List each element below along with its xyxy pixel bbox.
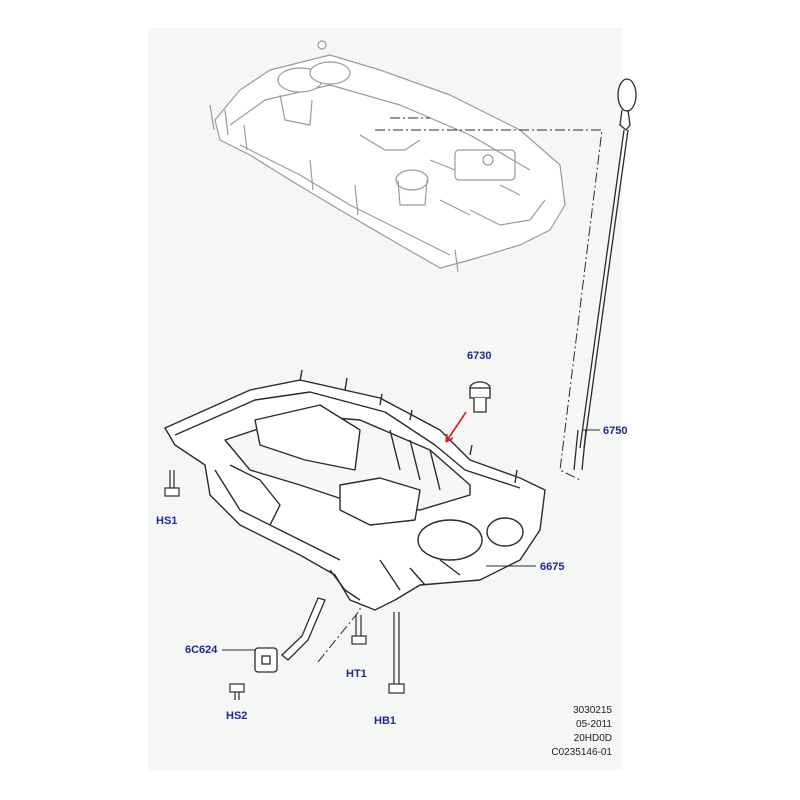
callout-6675: 6675 xyxy=(540,561,565,573)
oil-sensor-6c624 xyxy=(254,597,326,673)
bolt-hs2 xyxy=(229,683,245,700)
bolt-hb1 xyxy=(388,612,405,694)
callout-6750: 6750 xyxy=(603,425,628,437)
drain-plug-6730 xyxy=(469,381,491,413)
callout-6730: 6730 xyxy=(467,350,492,362)
callout-6c624: 6C624 xyxy=(185,644,218,656)
callout-ht1: HT1 xyxy=(346,668,367,680)
diagram-catalog-id: C0235146-01 xyxy=(551,747,612,758)
diagram-ref-number: 3030215 xyxy=(573,705,612,716)
diagram-model-code: 20HD0D xyxy=(573,733,612,744)
bolt-ht1 xyxy=(351,615,367,645)
oil-dipstick-6750 xyxy=(573,78,637,471)
bolt-hs1 xyxy=(164,470,180,497)
callout-hb1: HB1 xyxy=(374,715,397,727)
cylinder-head-illustration xyxy=(209,40,566,273)
oil-pan-6675 xyxy=(164,369,546,611)
diagram-date: 05-2011 xyxy=(576,719,612,730)
drain-plug-arrow xyxy=(445,411,467,443)
callout-hs2: HS2 xyxy=(226,710,248,722)
callout-hs1: HS1 xyxy=(156,515,178,527)
leader-lines xyxy=(486,429,600,567)
